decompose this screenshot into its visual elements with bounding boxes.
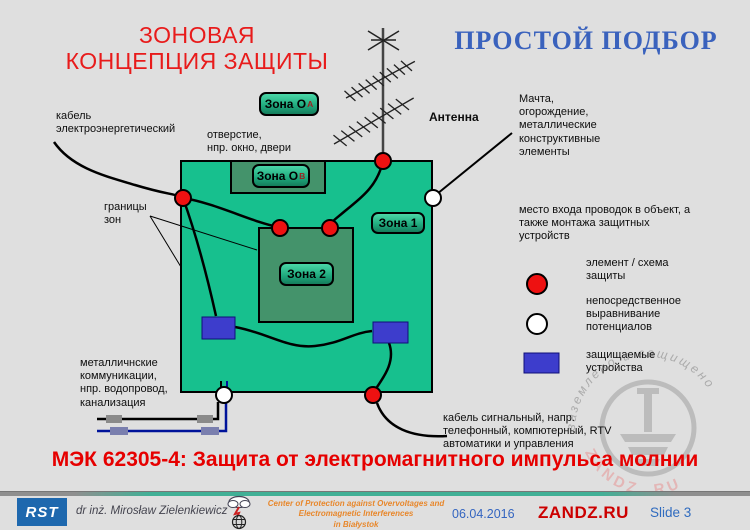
entry-point-label: место входа проводок в объект, а также м…: [519, 204, 691, 243]
footer-divider: [0, 491, 750, 496]
footer-site: ZANDZ.RU: [538, 503, 629, 522]
zone0a-label: Зона О: [264, 97, 307, 111]
zone1-badge: Зона 1: [371, 212, 425, 234]
legend-white-circle-icon: [526, 313, 548, 335]
footer-date: 06.04.2016: [452, 507, 515, 521]
metal-communications-label: металличнские коммуникации, нпр. водопро…: [80, 357, 168, 409]
footer-author: dr inż. Mirosław Zielenkiewicz: [76, 505, 228, 517]
zone0b-sub: B: [299, 171, 306, 181]
signal-cable-line: [375, 402, 448, 438]
mast-label: Мачта, огорождение, металлические констр…: [519, 93, 601, 158]
opening-label: отверстие, нпр. окно, двери: [207, 129, 292, 155]
bottom-title: МЭК 62305-4: Защита от электромагнитного…: [51, 448, 699, 471]
rst-logo: RST: [17, 498, 67, 526]
signal-cable-label: кабель сигнальный, напр. телефонный, ком…: [443, 412, 612, 451]
legend-equipotential-label: непосредственное выравнивание потенциало…: [586, 295, 681, 334]
power-cable-label: кабель электроэнергетический: [56, 110, 176, 136]
zone-boundaries-label: границы зон: [104, 201, 147, 227]
zone0b-label: Зона О: [256, 169, 299, 183]
slide-title-right: ПРОСТОЙ ПОДБОР: [454, 26, 718, 55]
cloud-lightning-globe-icon: [227, 495, 251, 530]
antenna-label: Антенна: [429, 110, 479, 124]
legend-blue-rect-icon: [523, 352, 560, 374]
zone2-badge: Зона 2: [279, 262, 334, 286]
footer-slide-number: Slide 3: [650, 505, 692, 520]
zone2-label: Зона 2: [287, 267, 326, 281]
zone0a-sub: A: [307, 99, 314, 109]
slide-title-left: ЗОНОВАЯ КОНЦЕПЦИЯ ЗАЩИТЫ: [65, 22, 329, 75]
mast-pointer-line: [436, 132, 513, 195]
legend-protected-devices-label: защищаемые устройства: [586, 349, 656, 375]
legend-protection-element-label: элемент / схема защиты: [586, 257, 669, 283]
power-cable-line: [52, 141, 183, 199]
zone1-label: Зона 1: [378, 216, 418, 230]
footer-center-text: Center of Protection against Overvoltage…: [267, 499, 445, 529]
legend-red-circle-icon: [526, 273, 548, 295]
